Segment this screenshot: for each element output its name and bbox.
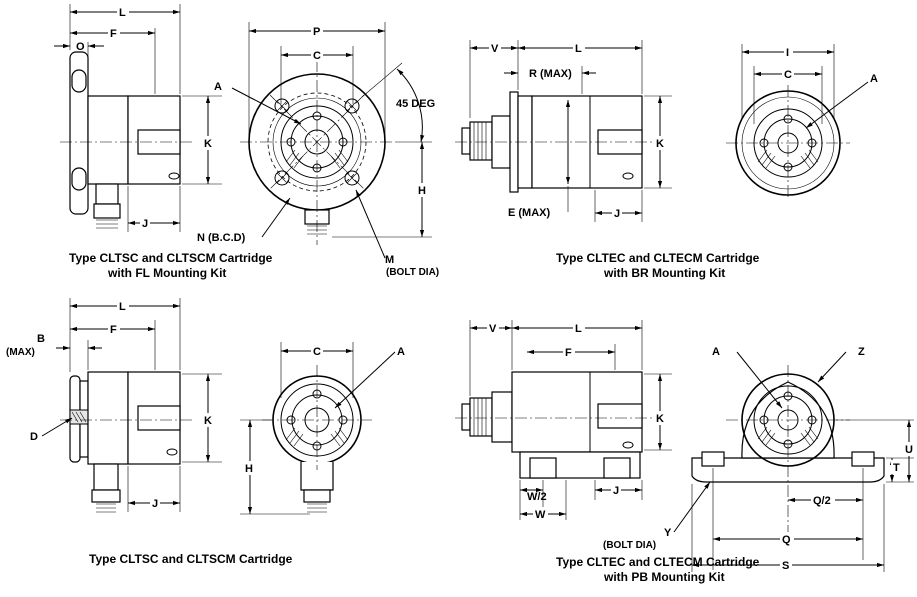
dim-R-max: R (MAX) [529,68,572,80]
caption-br-line1: Type CLTEC and CLTECM Cartridge [556,251,760,265]
dim-O: O [76,41,85,53]
dim-U: U [905,444,913,456]
dim-E-max: E (MAX) [508,207,551,219]
pb-side-view [455,320,672,520]
dim-F: F [110,28,117,40]
plain-end-view [240,342,396,515]
dim-Q-half: Q/2 [813,495,831,507]
dim-V: V [489,323,497,335]
dim-J: J [142,218,148,230]
dim-I: I [786,47,789,59]
caption-fl-line2: with FL Mounting Kit [107,266,226,280]
dim-H: H [418,185,426,197]
caption-fl-line1: Type CLTSC and CLTSCM Cartridge [69,251,273,265]
dim-F: F [565,347,572,359]
caption-pb-line1: Type CLTEC and CLTECM Cartridge [556,555,760,569]
dim-J: J [614,208,620,220]
dim-C: C [784,69,792,81]
dim-L: L [575,43,582,55]
dim-H: H [245,463,253,475]
label-N-bcd: N (B.C.D) [197,232,246,244]
dim-K: K [204,138,212,150]
dim-K: K [204,415,212,427]
dim-L: L [119,7,126,19]
fl-side-labels: L F O K J [76,5,215,230]
fl-end-view [231,22,432,259]
plain-side-labels: B (MAX) L F K D J [6,299,215,510]
br-side-labels: V L R (MAX) K E (MAX) J [489,41,667,220]
fl-end-labels: P C A 45 DEG H N (B.C.D) M (BOLT DIA) [197,24,439,278]
angle-45-deg: 45 DEG [396,98,435,110]
dim-W-half: W/2 [527,491,547,503]
dim-P: P [313,26,320,38]
label-A: A [712,346,720,358]
pb-end-labels: A Z U T Q/2 Q S Y (BOLT DIA) [603,346,915,572]
dim-F: F [110,324,117,336]
dim-K: K [656,138,664,150]
label-Y-bolt-dia: (BOLT DIA) [603,540,656,551]
caption-pb-line2: with PB Mounting Kit [603,570,725,584]
plain-side-view [41,298,222,513]
dim-B: B [37,333,45,345]
dim-V: V [491,43,499,55]
plain-end-labels: C A H [243,344,405,475]
label-D: D [30,431,38,443]
dim-L: L [119,301,126,313]
label-A: A [870,73,878,85]
dim-C: C [313,346,321,358]
dim-C: C [313,50,321,62]
dim-W: W [535,509,546,521]
label-Z: Z [858,346,865,358]
label-A: A [214,81,222,93]
dim-J: J [613,485,619,497]
dim-L: L [575,323,582,335]
dim-Q: Q [782,534,791,546]
dim-B-max: (MAX) [6,347,35,358]
label-A: A [397,346,405,358]
caption-br-line2: with BR Mounting Kit [603,266,725,280]
fl-side-view [54,4,222,232]
dim-T: T [893,462,900,474]
dim-S: S [782,560,789,572]
label-Y: Y [664,527,672,539]
pb-side-labels: V L F K W/2 W J [487,321,667,521]
br-side-view [455,40,672,222]
label-M-bolt-dia: (BOLT DIA) [386,267,439,278]
dim-K: K [656,413,664,425]
dim-J: J [152,498,158,510]
caption-plain-line1: Type CLTSC and CLTSCM Cartridge [89,552,293,566]
br-end-labels: I C A [782,45,878,85]
label-M: M [385,254,394,266]
br-end-view [726,44,869,200]
